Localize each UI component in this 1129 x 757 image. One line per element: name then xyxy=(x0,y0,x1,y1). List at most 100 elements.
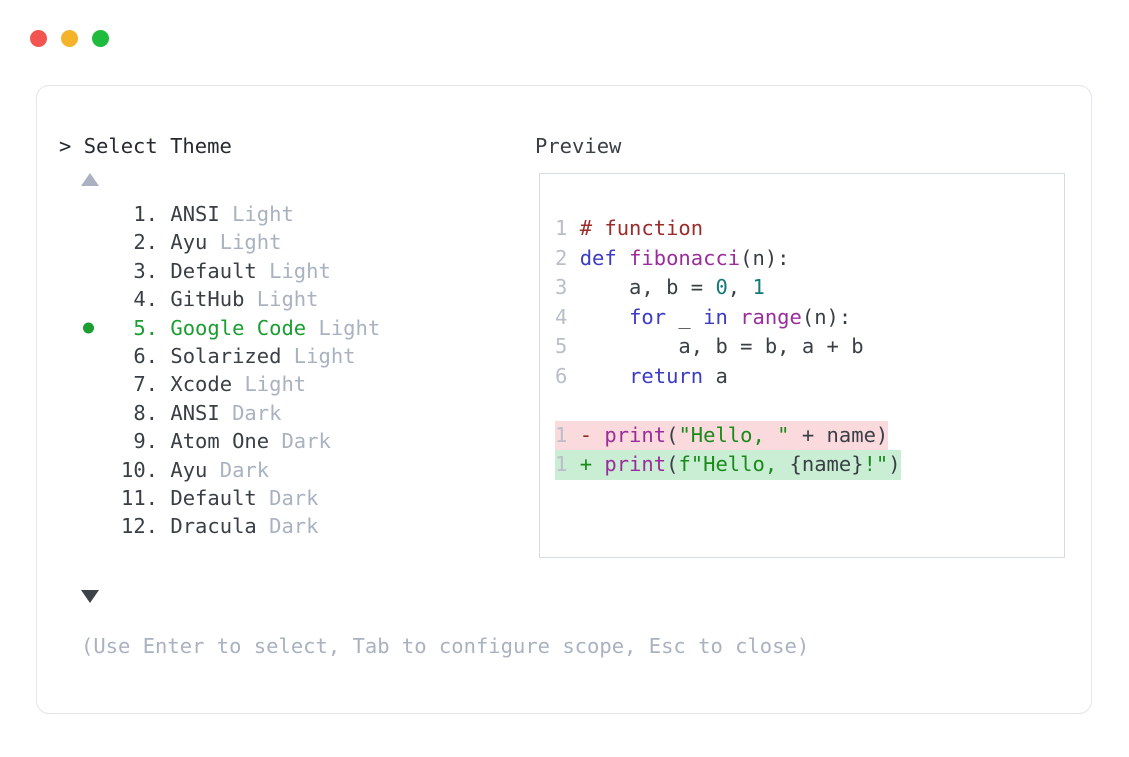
theme-item-variant: Dark xyxy=(269,485,319,510)
theme-item-variant: Dark xyxy=(219,457,270,482)
code-token-plain: a, b = xyxy=(579,275,716,299)
theme-item-name: Dracula xyxy=(170,514,270,539)
theme-list-item[interactable]: 5. Google Code Light xyxy=(59,314,529,342)
theme-list-item[interactable]: 4. GitHub Light xyxy=(59,285,529,313)
theme-item-index: 1. xyxy=(121,202,171,226)
theme-item-text: 4. GitHub Light xyxy=(121,285,319,313)
page-title: Select Theme xyxy=(83,134,232,158)
code-token-plain: {name} xyxy=(789,452,864,476)
prompt-caret-icon: > xyxy=(59,134,84,158)
theme-list-item[interactable]: 1. ANSI Light xyxy=(59,200,529,228)
code-line: 6 return a xyxy=(555,362,728,392)
scroll-up-arrow-icon[interactable] xyxy=(81,173,99,186)
code-token-num: 0 xyxy=(715,275,728,299)
theme-item-name: GitHub xyxy=(170,287,257,312)
code-line: 4 for _ in range(n): xyxy=(555,303,851,333)
code-line: 3 a, b = 0, 1 xyxy=(555,273,765,303)
theme-item-text: 9. Atom One Dark xyxy=(121,427,331,455)
theme-item-text: 5. Google Code Light xyxy=(121,314,380,342)
theme-item-name: ANSI xyxy=(170,202,233,226)
theme-item-variant: Light xyxy=(269,258,331,283)
theme-item-variant: Dark xyxy=(269,514,319,539)
code-token-punct: ( xyxy=(666,422,679,447)
theme-item-index: 11. xyxy=(121,485,171,510)
theme-item-name: Default xyxy=(170,258,270,283)
code-token-fn: range xyxy=(740,304,802,329)
theme-item-index: 2. xyxy=(121,230,171,255)
theme-item-variant: Light xyxy=(256,287,319,312)
theme-item-name: ANSI xyxy=(170,400,233,425)
theme-item-text: 12. Dracula Dark xyxy=(121,512,319,540)
theme-item-index: 6. xyxy=(121,343,171,368)
window-titlebar xyxy=(30,30,109,47)
theme-list-item[interactable]: 7. Xcode Light xyxy=(59,370,529,398)
code-line-number: 6 xyxy=(555,363,580,388)
code-token-fn: print xyxy=(604,452,667,476)
code-line: 1 # function xyxy=(555,214,703,244)
code-diff-line: 1 + print(f"Hello, {name}!") xyxy=(555,450,901,480)
code-line-number: 1 xyxy=(555,452,580,476)
theme-item-index: 3. xyxy=(121,258,171,283)
theme-list-item[interactable]: 12. Dracula Dark xyxy=(59,512,529,540)
code-token-plain: _ xyxy=(666,304,704,329)
theme-item-name: Solarized xyxy=(170,343,294,368)
theme-item-variant: Dark xyxy=(232,400,282,425)
code-token-kw: def xyxy=(579,245,630,270)
theme-item-index: 8. xyxy=(121,400,171,425)
theme-item-text: 6. Solarized Light xyxy=(121,342,356,370)
code-token-str: f"Hello, xyxy=(678,452,790,476)
theme-item-text: 3. Default Light xyxy=(121,257,331,285)
code-token-kw: for xyxy=(629,304,667,329)
theme-list-item[interactable]: 6. Solarized Light xyxy=(59,342,529,370)
code-token-plain xyxy=(728,305,740,329)
code-token-plain: + name) xyxy=(789,422,889,447)
code-token-marker-del: - xyxy=(579,422,605,447)
theme-item-index: 7. xyxy=(121,372,171,397)
theme-list-item[interactable]: 8. ANSI Dark xyxy=(59,399,529,427)
help-hint-text: (Use Enter to select, Tab to configure s… xyxy=(81,634,810,658)
code-token-fn: print xyxy=(604,422,667,447)
theme-item-name: Ayu xyxy=(170,457,220,482)
theme-item-name: Atom One xyxy=(170,429,282,454)
code-token-comment: # function xyxy=(579,216,704,240)
code-token-plain xyxy=(580,305,629,329)
code-token-marker-add: + xyxy=(579,452,605,476)
code-line-number: 1 xyxy=(555,216,580,240)
theme-item-name: Xcode xyxy=(170,372,245,397)
code-token-plain: a xyxy=(703,363,728,388)
theme-item-name: Default xyxy=(170,485,270,510)
theme-item-text: 7. Xcode Light xyxy=(121,370,306,398)
code-token-kw: in xyxy=(703,304,728,329)
minimize-button[interactable] xyxy=(61,30,78,47)
code-token-punct: ( xyxy=(666,452,679,476)
code-line-number: 1 xyxy=(555,422,580,447)
theme-list-item[interactable]: 10. Ayu Dark xyxy=(59,456,529,484)
code-token-str: !" xyxy=(863,452,889,476)
theme-item-variant: Light xyxy=(232,202,294,226)
selected-bullet-icon xyxy=(83,322,94,334)
code-line-number: 4 xyxy=(555,304,580,329)
code-token-punct: (n): xyxy=(740,245,790,270)
code-token-fn: fibonacci xyxy=(629,245,741,270)
code-token-plain xyxy=(580,364,629,388)
theme-item-index: 9. xyxy=(121,429,171,454)
theme-item-variant: Light xyxy=(293,343,356,368)
code-line-number: 2 xyxy=(555,245,580,270)
theme-list-item[interactable]: 9. Atom One Dark xyxy=(59,427,529,455)
theme-item-index: 4. xyxy=(121,287,171,312)
close-button[interactable] xyxy=(30,30,47,47)
code-token-num: 1 xyxy=(752,275,765,299)
theme-list-item[interactable]: 11. Default Dark xyxy=(59,484,529,512)
theme-selector-card: > Select Theme 1. ANSI Light 2. Ayu Ligh… xyxy=(36,85,1092,714)
theme-list-item[interactable]: 2. Ayu Light xyxy=(59,228,529,256)
scroll-down-arrow-icon[interactable] xyxy=(81,590,99,603)
code-token-punct: (n): xyxy=(801,304,852,329)
maximize-button[interactable] xyxy=(92,30,109,47)
theme-item-name: Ayu xyxy=(170,230,220,255)
theme-list[interactable]: 1. ANSI Light 2. Ayu Light 3. Default Li… xyxy=(59,200,529,541)
code-diff-line: 1 - print("Hello, " + name) xyxy=(555,420,889,450)
theme-list-item[interactable]: 3. Default Light xyxy=(59,257,529,285)
theme-item-variant: Dark xyxy=(281,429,331,454)
